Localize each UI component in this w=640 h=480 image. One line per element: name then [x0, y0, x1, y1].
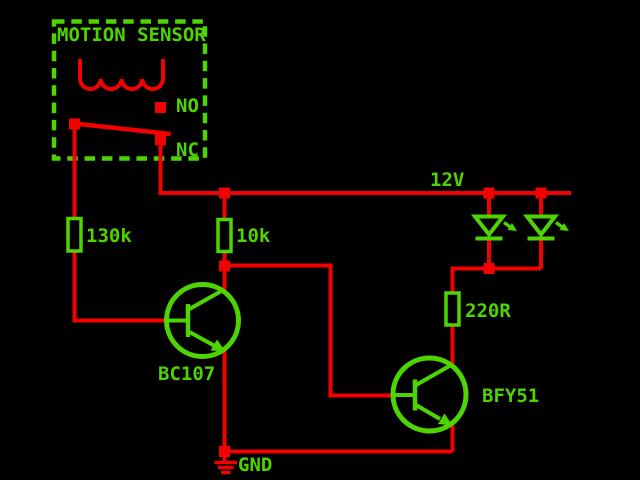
transistor-bc107-label: BC107: [158, 363, 216, 385]
relay-coil-icon: [78, 59, 165, 92]
resistor-10k-label: 10k: [236, 225, 271, 247]
wire-r1-to-q1-base: [72, 250, 167, 323]
resistor-130k-icon: [66, 216, 83, 253]
junction-r2-bottom: [219, 260, 230, 272]
bc107-emitter-arrow: [210, 339, 226, 352]
supply-rail-label: 12V: [430, 169, 465, 191]
switch-arm-icon: [74, 121, 171, 137]
junction-rail-led2: [535, 187, 547, 199]
wire-junction-to-q2-base: [227, 263, 393, 398]
wire-r3-to-led-bus: [450, 266, 541, 294]
transistor-bfy51-label: BFY51: [482, 385, 540, 407]
junction-gnd: [219, 446, 230, 457]
resistor-10k-icon: [216, 217, 233, 254]
motion-sensor-box: [51, 19, 208, 161]
resistor-10k-body: [216, 217, 233, 254]
led1-icon: [470, 214, 517, 241]
resistor-220r-icon: [444, 291, 461, 327]
no-contact-label: NO: [176, 95, 199, 117]
transistor-bfy51-icon: [390, 355, 469, 434]
led2-emission-arrowhead: [559, 223, 569, 231]
bc107-emitter-lead: [188, 330, 215, 348]
bfy51-collector-lead: [415, 362, 453, 387]
no-contact-dot: [155, 102, 166, 113]
junction-led-bus: [483, 263, 495, 274]
motion-sensor-title: MOTION SENSOR: [57, 24, 206, 46]
resistor-220r-label: 220R: [465, 300, 511, 322]
led1-triangle: [470, 214, 508, 238]
ground-label: GND: [238, 454, 273, 476]
junction-rail-r2: [219, 187, 230, 199]
nc-contact-label: NC: [176, 139, 199, 161]
bc107-collector-lead: [188, 287, 225, 311]
bfy51-emitter-arrow: [438, 413, 453, 426]
transistor-bc107-icon: [164, 282, 241, 359]
ground-symbol-icon: [214, 455, 237, 475]
led2-icon: [522, 214, 569, 241]
led2-triangle: [522, 214, 560, 238]
led1-emission-arrowhead: [507, 223, 517, 231]
junction-rail-led1: [483, 187, 495, 199]
resistor-220r-body: [444, 291, 461, 327]
resistor-130k-label: 130k: [86, 225, 132, 247]
bfy51-emitter-lead: [414, 403, 442, 421]
bc107-circle: [164, 282, 241, 359]
resistor-130k-body: [66, 216, 83, 253]
wire-nc-to-12v-rail: [158, 136, 571, 195]
